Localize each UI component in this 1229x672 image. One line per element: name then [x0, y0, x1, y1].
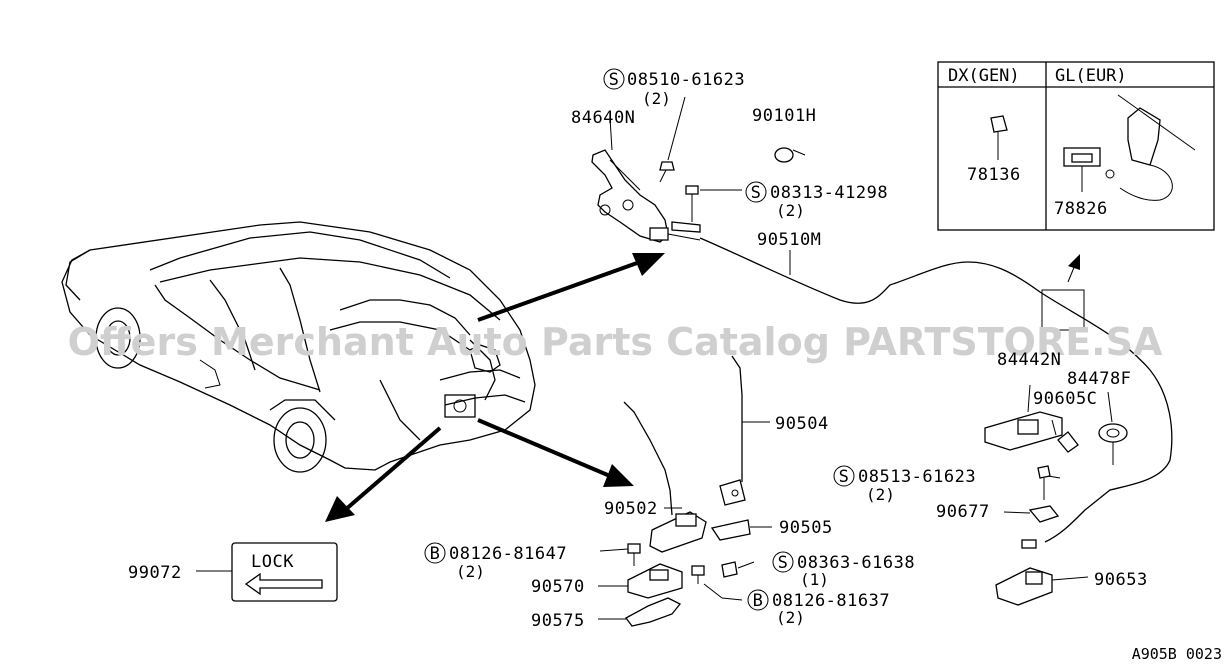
label-84442n: 84442N [997, 350, 1061, 370]
drawing-code: A905B 0023 [1132, 645, 1222, 663]
label-90575: 90575 [531, 611, 585, 631]
b-prefix-2: B [753, 591, 764, 611]
label-90502: 90502 [604, 499, 658, 519]
label-90504: 90504 [775, 414, 829, 434]
label-84640n: 84640N [571, 108, 635, 128]
watermark-text: Offers Merchant Auto Parts Catalog PARTS… [68, 320, 1163, 364]
lock-plate-text: LOCK [251, 552, 294, 572]
lock-parts-right [984, 384, 1128, 606]
s-prefix-4: S [778, 553, 789, 573]
label-90101h: 90101H [752, 106, 816, 126]
label-90653: 90653 [1094, 570, 1148, 590]
leader-lines [598, 149, 1113, 620]
part-labels: S 08510-61623 (2) 84640N 90101H S 08313-… [128, 66, 1222, 663]
label-08313-41298: 08313-41298 [770, 183, 888, 203]
hinge-assembly [591, 96, 794, 243]
qty-08313-41298: (2) [776, 201, 805, 220]
qty-08363-61638: (1) [800, 570, 829, 589]
label-90605c: 90605C [1033, 389, 1097, 409]
pointer-arrows [325, 253, 1080, 522]
latch-assembly [623, 355, 772, 627]
s-prefix-2: S [751, 183, 762, 203]
label-84478f: 84478F [1067, 369, 1131, 389]
release-cable [699, 237, 1173, 543]
qty-08513-61623: (2) [866, 485, 895, 504]
s-prefix-3: S [839, 467, 850, 487]
label-78136: 78136 [967, 165, 1021, 185]
label-90510m: 90510M [757, 230, 821, 250]
car-illustration [61, 221, 536, 473]
inset-header-dx-gen: DX(GEN) [948, 66, 1020, 86]
label-08510-61623: 08510-61623 [627, 70, 745, 90]
label-08126-81637: 08126-81637 [772, 591, 890, 611]
label-78826: 78826 [1054, 199, 1108, 219]
qty-08126-81647: (2) [456, 562, 485, 581]
lock-label-plate [196, 542, 338, 602]
qty-08126-81637: (2) [776, 608, 805, 627]
b-prefix-1: B [430, 544, 441, 564]
label-90677: 90677 [936, 502, 990, 522]
label-08363-61638: 08363-61638 [797, 553, 915, 573]
label-08126-81647: 08126-81647 [449, 544, 567, 564]
label-08513-61623: 08513-61623 [858, 467, 976, 487]
qty-08510-61623: (2) [642, 89, 671, 108]
label-90505: 90505 [779, 518, 833, 538]
s-prefix-1: S [609, 70, 620, 90]
inset-box [937, 61, 1215, 231]
inset-header-gl-eur: GL(EUR) [1055, 66, 1127, 86]
label-99072: 99072 [128, 563, 182, 583]
label-90570: 90570 [531, 577, 585, 597]
